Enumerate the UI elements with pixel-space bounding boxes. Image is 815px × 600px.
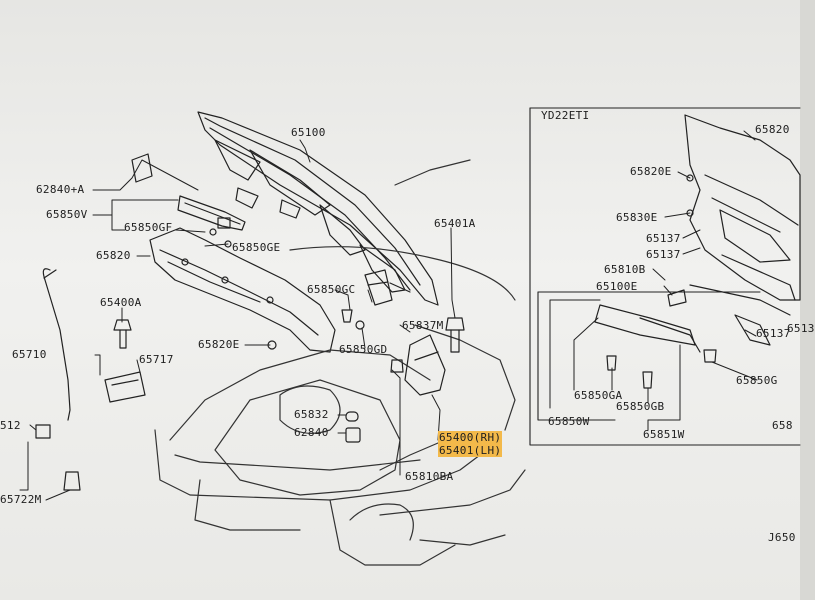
rod-hook: [43, 269, 57, 279]
hood-seal-strip: [177, 195, 246, 231]
part-label-512: 512: [0, 419, 21, 432]
inset-title: YD22ETI: [541, 109, 590, 122]
inset-label-65850g: 65850G: [736, 374, 778, 387]
part-label-65850gd: 65850GD: [339, 343, 388, 356]
part-label-65820e: 65820E: [198, 338, 240, 351]
part-label-65100: 65100: [291, 126, 326, 139]
inset-frame: [529, 107, 801, 446]
inset-label-6513-cut: 6513: [787, 322, 815, 335]
inset-label-65137-a: 65137: [646, 232, 681, 245]
inset-label-65851w: 65851W: [643, 428, 685, 441]
part-label-65810ba: 65810BA: [405, 470, 454, 483]
inset-insulator: [594, 114, 801, 389]
inset-label-65830e: 65830E: [616, 211, 658, 224]
inset-label-65820: 65820: [755, 123, 790, 136]
page-code: J650: [768, 531, 796, 544]
hinge-assembly: [104, 269, 446, 403]
inset-label-65820e: 65820E: [630, 165, 672, 178]
part-label-65722m: 65722M: [0, 493, 42, 506]
part-label-65401a: 65401A: [434, 217, 476, 230]
part-label-65850ge: 65850GE: [232, 241, 281, 254]
inset-label-65850w: 65850W: [548, 415, 590, 428]
inset-label-65850gb: 65850GB: [616, 400, 665, 413]
hood-insulator: [149, 227, 336, 353]
inset-label-658-cut: 658: [772, 419, 793, 432]
leader-lines: [19, 139, 456, 501]
part-label-65717: 65717: [139, 353, 174, 366]
part-label-65710: 65710: [12, 348, 47, 361]
inset-label-65100e: 65100E: [596, 280, 638, 293]
part-label-65850gf: 65850GF: [124, 221, 173, 234]
fasteners: [35, 153, 465, 491]
inset-label-65810b: 65810B: [604, 263, 646, 276]
part-label-65850v: 65850V: [46, 208, 88, 221]
part-label-65400-rh: 65400(RH): [438, 431, 503, 444]
part-label-62840a: 62840+A: [36, 183, 85, 196]
part-label-65820: 65820: [96, 249, 131, 262]
inset-label-65850ga: 65850GA: [574, 389, 623, 402]
hood-panel: [197, 111, 439, 306]
part-label-65401-lh: 65401(LH): [438, 444, 503, 457]
part-label-65850gc: 65850GC: [307, 283, 356, 296]
part-label-65832: 65832: [294, 408, 329, 421]
inset-label-65137-c: 65137: [756, 327, 791, 340]
part-label-65400a: 65400A: [100, 296, 142, 309]
inset-label-65137-b: 65137: [646, 248, 681, 261]
part-label-65837m: 65837M: [402, 319, 444, 332]
engine-bay-outline: [154, 159, 526, 566]
hood-stay-rod: [42, 268, 71, 421]
part-label-62840: 62840: [294, 426, 329, 439]
inset-leaders: [549, 130, 758, 431]
